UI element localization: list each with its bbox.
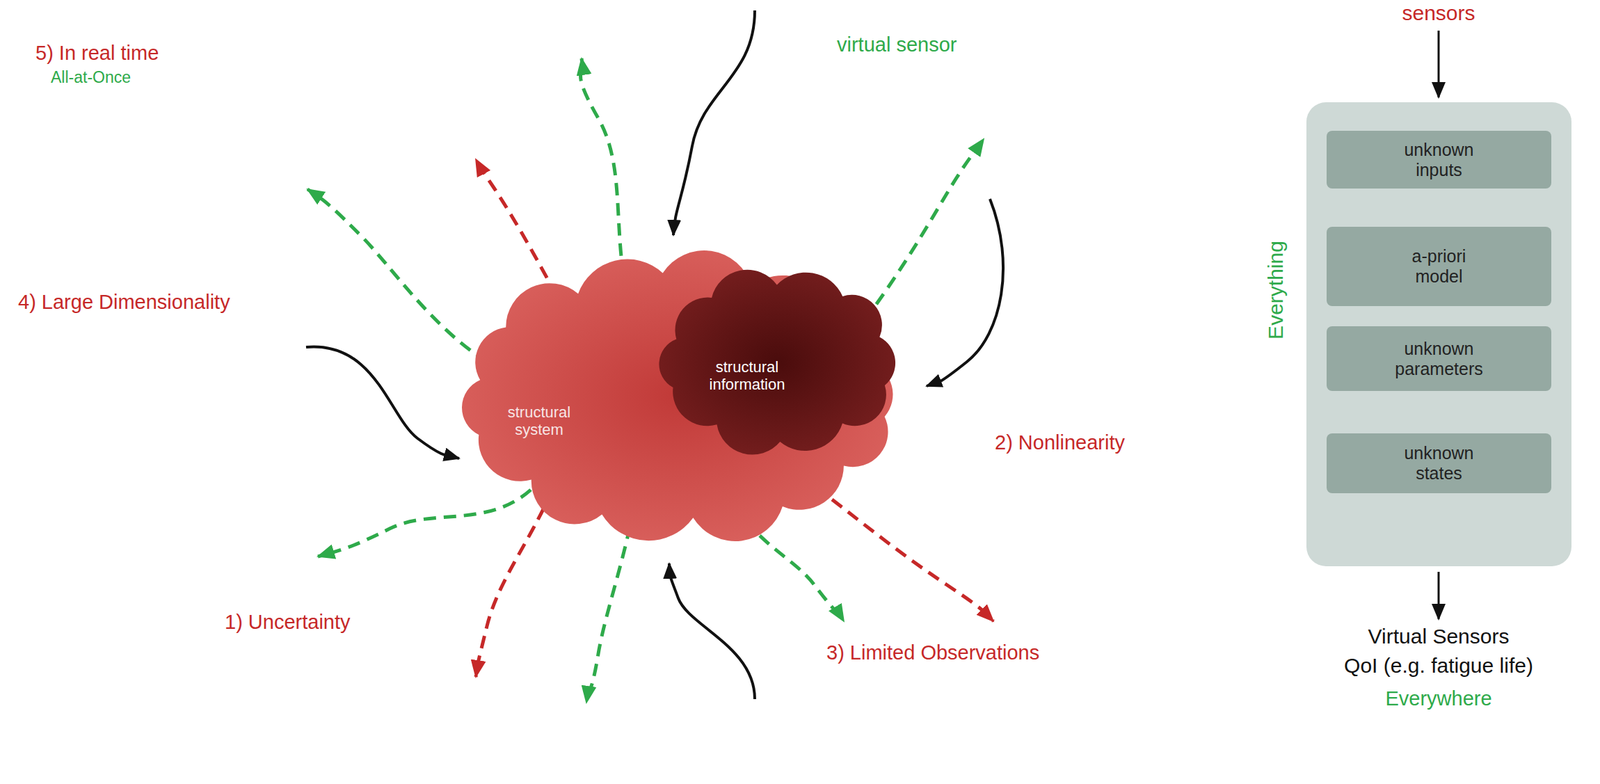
challenge-label: 5) In real time [35, 41, 159, 65]
challenge-label: 4) Large Dimensionality [18, 290, 231, 314]
model-box: unknown states [1326, 433, 1552, 494]
cloud-outline [658, 269, 896, 455]
cloud-label: structural information [691, 358, 803, 394]
label-anchor: Everywhere [1385, 687, 1492, 711]
box-label: a-priori model [1387, 246, 1492, 287]
challenge-label: 3) Limited Observations [826, 641, 1040, 665]
input-arrow [926, 198, 1004, 387]
challenge-label: 2) Nonlinearity [994, 431, 1125, 455]
label-anchor: 1) Uncertainty [224, 610, 351, 634]
input-arrow [673, 10, 755, 236]
label-anchor: 4) Large Dimensionality [18, 290, 231, 314]
challenge-label: 1) Uncertainty [224, 610, 351, 634]
solution-label: All-at-Once [50, 68, 131, 87]
box-label: unknown inputs [1387, 139, 1492, 181]
label-anchor: QoI (e.g. fatigue life) [1344, 653, 1534, 679]
solution-label: Everywhere [1385, 687, 1492, 711]
box-label: unknown states [1387, 443, 1492, 484]
model-box: a-priori model [1326, 226, 1552, 307]
system-cloud: structural system structural information [438, 243, 919, 555]
model-box: unknown inputs [1326, 130, 1552, 189]
output-arrow [317, 489, 531, 557]
information-cloud: structural information [642, 253, 915, 470]
cloud-label: structural system [493, 403, 585, 439]
box-label: unknown parameters [1387, 338, 1492, 380]
model-panel: Everythingunknown inputsa-priori modelun… [1306, 102, 1572, 567]
flow-arrow [1437, 571, 1440, 620]
label-anchor: 2) Nonlinearity [994, 431, 1125, 455]
output-arrow [307, 189, 487, 362]
label-anchor: All-at-Once [50, 68, 131, 87]
challenge-arrow [816, 486, 994, 622]
label-anchor: Virtual Sensors [1368, 624, 1510, 650]
input-arrow [669, 563, 755, 700]
challenge-arrow [475, 159, 557, 296]
flow-arrow [1437, 30, 1440, 98]
label-anchor: 3) Limited Observations [826, 641, 1040, 665]
label-anchor: sensors [1401, 1, 1475, 26]
solution-label: virtual sensor [836, 33, 957, 57]
side-label: Everything [1264, 240, 1289, 340]
input-heading: sensors [1401, 1, 1475, 26]
input-arrow [306, 346, 460, 459]
label-anchor: 5) In real time [35, 41, 159, 65]
label-anchor: virtual sensor [836, 33, 957, 57]
output-heading: QoI (e.g. fatigue life) [1344, 653, 1534, 679]
model-box: unknown parameters [1326, 326, 1552, 391]
output-heading: Virtual Sensors [1368, 624, 1510, 650]
